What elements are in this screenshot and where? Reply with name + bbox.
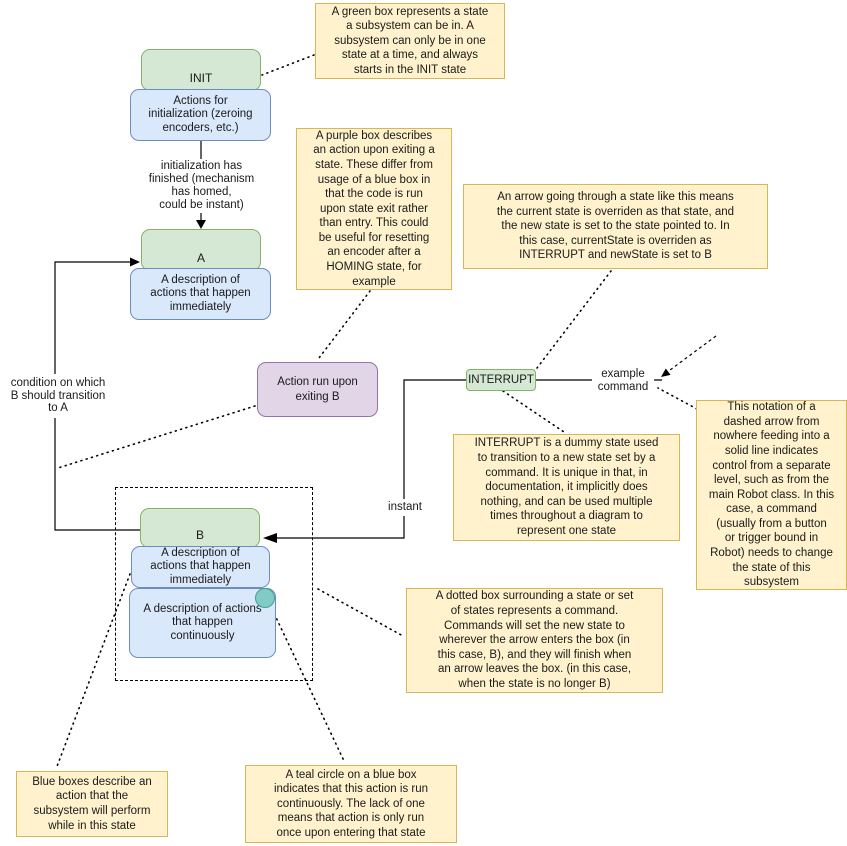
edge-label-b-to-a: condition on which B should transition t… [0, 374, 116, 418]
edge-label-init-to-a: initialization has finished (mechanism h… [130, 160, 273, 212]
connector-note-arrow-to-interrupt [536, 270, 612, 369]
command-dotted-box[interactable] [115, 487, 313, 681]
arrowhead-b-to-a [130, 257, 140, 267]
state-a[interactable]: A [141, 229, 261, 271]
connector-note-green-to-init [261, 54, 315, 76]
note-green-box[interactable]: A green box represents a state a subsyst… [315, 3, 505, 79]
connector-interrupt-to-note [502, 390, 565, 433]
init-entry-action-box[interactable]: Actions for initialization (zeroing enco… [130, 89, 271, 141]
connector-tealcircle-to-note [271, 608, 346, 764]
arrowhead-command-to-b [263, 533, 277, 543]
a-entry-action-label: A description of actions that happen imm… [150, 273, 251, 313]
b-entry-action-label: A description of actions that happen imm… [150, 546, 251, 586]
connector-cmdbox-to-note [317, 588, 404, 637]
note-teal-circle[interactable]: A teal circle on a blue box indicates th… [245, 765, 457, 843]
note-arrow-through-state[interactable]: An arrow going through a state like this… [463, 184, 768, 269]
dashed-command-arrow [665, 335, 717, 374]
state-interrupt-label: INTERRUPT [468, 374, 534, 386]
state-init-label: INIT [189, 71, 213, 85]
edge-label-instant: instant [382, 499, 428, 516]
state-interrupt[interactable]: INTERRUPT [466, 369, 536, 391]
state-b-label: B [195, 528, 204, 542]
continuous-indicator-circle[interactable] [255, 588, 275, 608]
b-entry-action-box[interactable]: A description of actions that happen imm… [131, 546, 270, 588]
arrowhead-init-to-a [196, 220, 206, 229]
note-interrupt-state[interactable]: INTERRUPT is a dummy state used to trans… [453, 434, 680, 541]
note-blue-box[interactable]: Blue boxes describe an action that the s… [16, 771, 168, 837]
connector-exitbox-to-edge [57, 405, 256, 469]
state-init[interactable]: INIT [141, 49, 261, 91]
state-a-label: A [196, 251, 205, 265]
exit-action-b-box[interactable]: Action run upon exiting B [257, 362, 378, 417]
a-entry-action-box[interactable]: A description of actions that happen imm… [130, 268, 271, 320]
edge-label-example-command: example command [592, 365, 654, 397]
note-dashed-arrow[interactable]: This notation of a dashed arrow from now… [696, 400, 847, 590]
note-purple-box[interactable]: A purple box describes an action upon ex… [296, 128, 452, 290]
connector-note-purple-to-exitbox [318, 290, 371, 359]
note-dotted-box[interactable]: A dotted box surrounding a state or set … [406, 588, 663, 693]
b-continuous-action-label: A description of actions that happen con… [143, 602, 262, 642]
b-continuous-action-box[interactable]: A description of actions that happen con… [129, 588, 276, 658]
exit-action-b-label: Action run upon exiting B [277, 376, 358, 403]
arrowhead-dashed-command [661, 368, 671, 377]
state-b[interactable]: B [140, 508, 260, 548]
init-entry-action-label: Actions for initialization (zeroing enco… [148, 94, 253, 134]
connector-note-dashed-to-junction [657, 387, 698, 410]
connector-bluebox-to-note [55, 573, 131, 770]
